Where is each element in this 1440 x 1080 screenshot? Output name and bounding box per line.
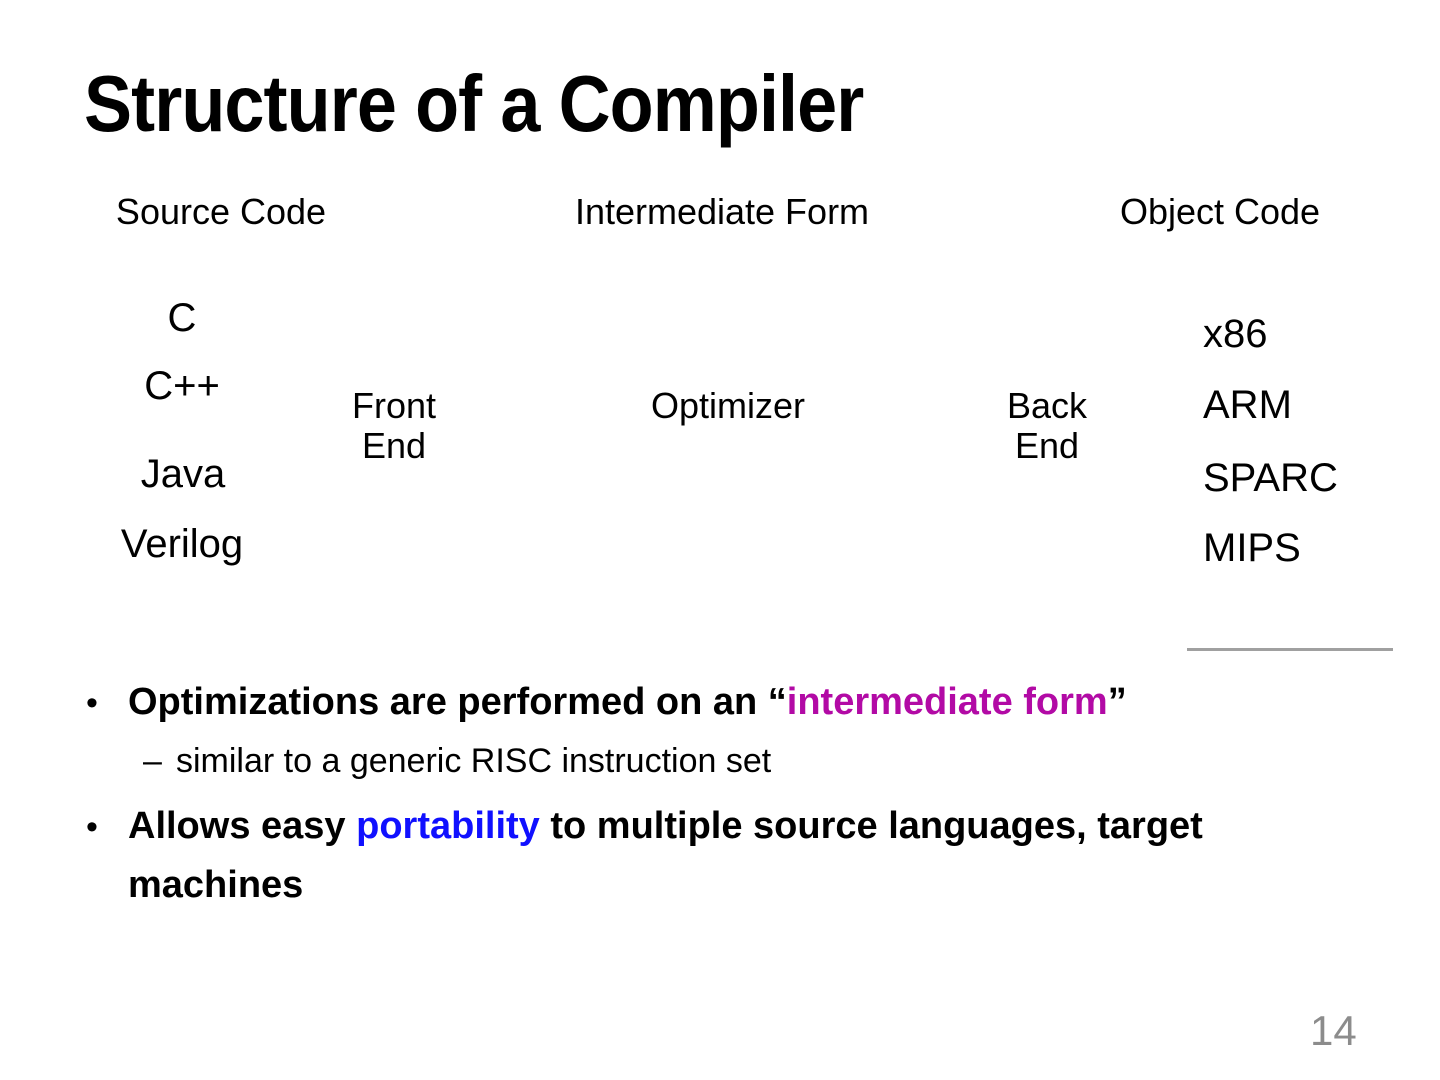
target-arch-mips: MIPS [1203,526,1301,570]
column-header-intermediate-form: Intermediate Form [574,191,870,232]
target-arch-x86: x86 [1203,312,1268,356]
bullet-optimizations: • Optimizations are performed on an “inte… [86,678,1440,727]
divider-line [1187,648,1393,651]
sub-bullet-text: similar to a generic RISC instruction se… [176,742,772,780]
bullet-text-prefix: Allows easy [128,805,357,847]
bullet-text-suffix: ” [1107,681,1127,723]
stage-front-end: Front End [351,385,437,466]
highlight-intermediate-form: intermediate form [786,681,1108,723]
target-arch-sparc: SPARC [1203,456,1338,500]
bullet-text-prefix: Optimizations are performed on an “ [128,681,787,723]
page-number: 14 [1310,1007,1357,1054]
bullet-portability: • Allows easy portability to multiple sou… [86,797,1440,914]
slide-title: Structure of a Compiler [84,59,864,148]
bullet-icon: • [86,684,98,722]
source-language-c: C [167,296,197,340]
target-arch-arm: ARM [1203,383,1292,427]
sub-bullet-risc: –similar to a generic RISC instruction s… [143,740,1393,782]
source-language-verilog: Verilog [120,522,244,566]
stage-back-end: Back End [1006,385,1088,466]
bullet-text-suffix: to multiple source languages, target mac… [128,805,1203,906]
highlight-portability: portability [356,805,540,847]
column-header-source-code: Source Code [115,191,327,232]
source-language-java: Java [140,452,226,496]
dash-bullet-icon: – [143,742,162,780]
column-header-object-code: Object Code [1119,191,1321,232]
stage-optimizer: Optimizer [650,385,806,426]
source-language-cpp: C++ [144,364,220,408]
bullet-icon: • [86,808,98,846]
